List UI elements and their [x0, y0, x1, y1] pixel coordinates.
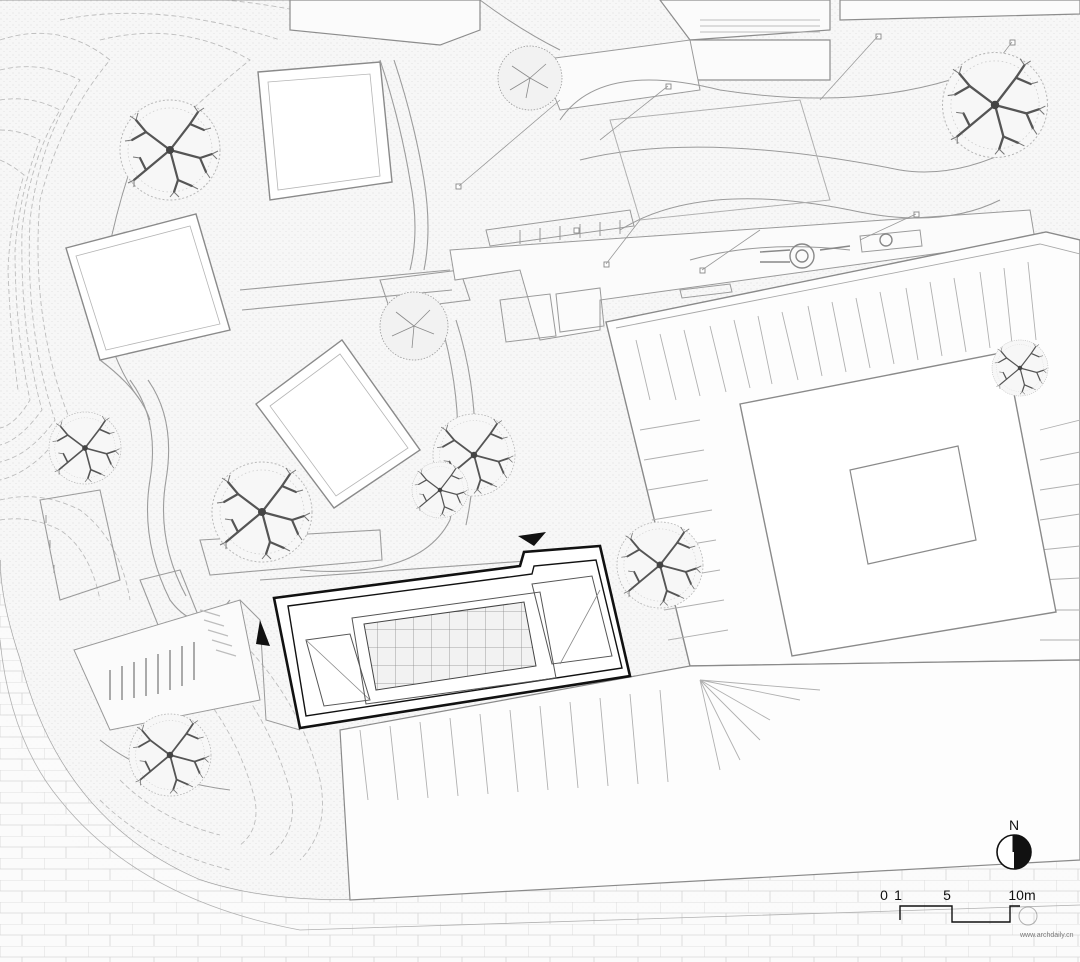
tree-icon [616, 521, 704, 609]
top-buildings [289, 0, 1080, 81]
tree-icon [941, 51, 1049, 159]
tree-icon [128, 713, 212, 797]
scale-tick-0: 0 [880, 887, 888, 903]
tree-icon [210, 460, 314, 564]
scale-bar: 0 1 5 10m [880, 887, 1036, 923]
parking-lot [605, 231, 1080, 667]
tree-icon [48, 411, 122, 485]
tree-icon [411, 461, 469, 519]
scale-tick-1: 1 [894, 887, 902, 903]
north-arrow-icon: N [996, 817, 1032, 870]
building-a [257, 61, 393, 201]
scale-tick-10m: 10m [1008, 887, 1035, 903]
tree-icon [991, 339, 1049, 397]
tree-icon [118, 98, 222, 202]
walkways [39, 59, 541, 631]
highlighted-building [272, 544, 632, 730]
building-b [65, 213, 231, 361]
wooden-deck [73, 599, 301, 791]
building-c [255, 339, 421, 509]
entrance-arrow-icon [518, 532, 546, 546]
watermark: www.archdaily.cn [1018, 906, 1074, 939]
lower-parking [339, 659, 1080, 901]
watermark-text: www.archdaily.cn [1019, 932, 1074, 939]
entrance-arrow-icon [256, 620, 270, 646]
scale-tick-5: 5 [943, 887, 951, 903]
north-label: N [1009, 817, 1019, 833]
